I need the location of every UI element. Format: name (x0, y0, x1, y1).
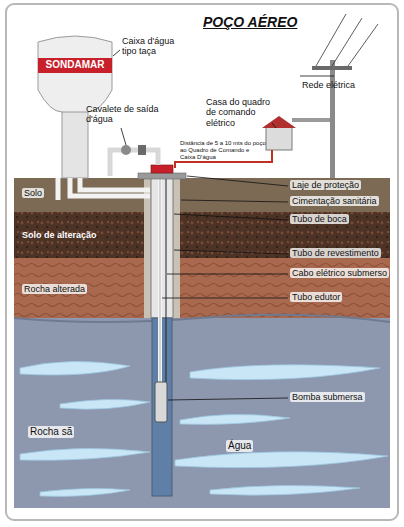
weathered-rock-layer (14, 258, 390, 318)
submersible-pump (155, 382, 167, 422)
power-pole (330, 60, 335, 178)
outlet-manifold (110, 150, 158, 176)
part-label: Cabo elétrico submerso (290, 268, 389, 278)
protection-slab (138, 173, 186, 179)
weathered-soil-layer (14, 212, 390, 258)
part-label: Tubo de boca (290, 214, 349, 224)
leader-line (113, 50, 334, 400)
part-label: Casa do quadro de comando elétrico (206, 97, 272, 128)
part-label: Tubo edutor (290, 292, 342, 302)
diagram-title: POÇO AÉREO (203, 14, 297, 30)
water-lens (20, 361, 388, 496)
part-label: Cavalete de saída d'água (86, 104, 160, 125)
part-label: Rede elétrica (302, 80, 355, 90)
control-box (266, 126, 292, 150)
note-text: Distância de 5 a 10 mts do poço ao Quadr… (180, 140, 266, 161)
layer-label: Solo (22, 188, 44, 198)
well-head (151, 165, 173, 173)
part-label: Tubo de revestimento (290, 248, 381, 258)
brand-text: SONDAMAR (38, 59, 112, 71)
water-tank (38, 36, 112, 112)
layer-label: Rocha sã (28, 426, 74, 438)
part-label: Cimentação sanitária (290, 196, 379, 206)
layer-label: Solo de alteração (22, 230, 97, 240)
part-label: Caixa d'água tipo taça (122, 36, 188, 57)
layer-label: Água (226, 440, 253, 452)
part-label: Bomba submersa (290, 392, 365, 402)
part-label: Laje de proteção (290, 180, 361, 190)
layer-label: Rocha alterada (22, 284, 87, 294)
sound-rock-layer (14, 318, 390, 508)
soil-layer (14, 178, 390, 212)
